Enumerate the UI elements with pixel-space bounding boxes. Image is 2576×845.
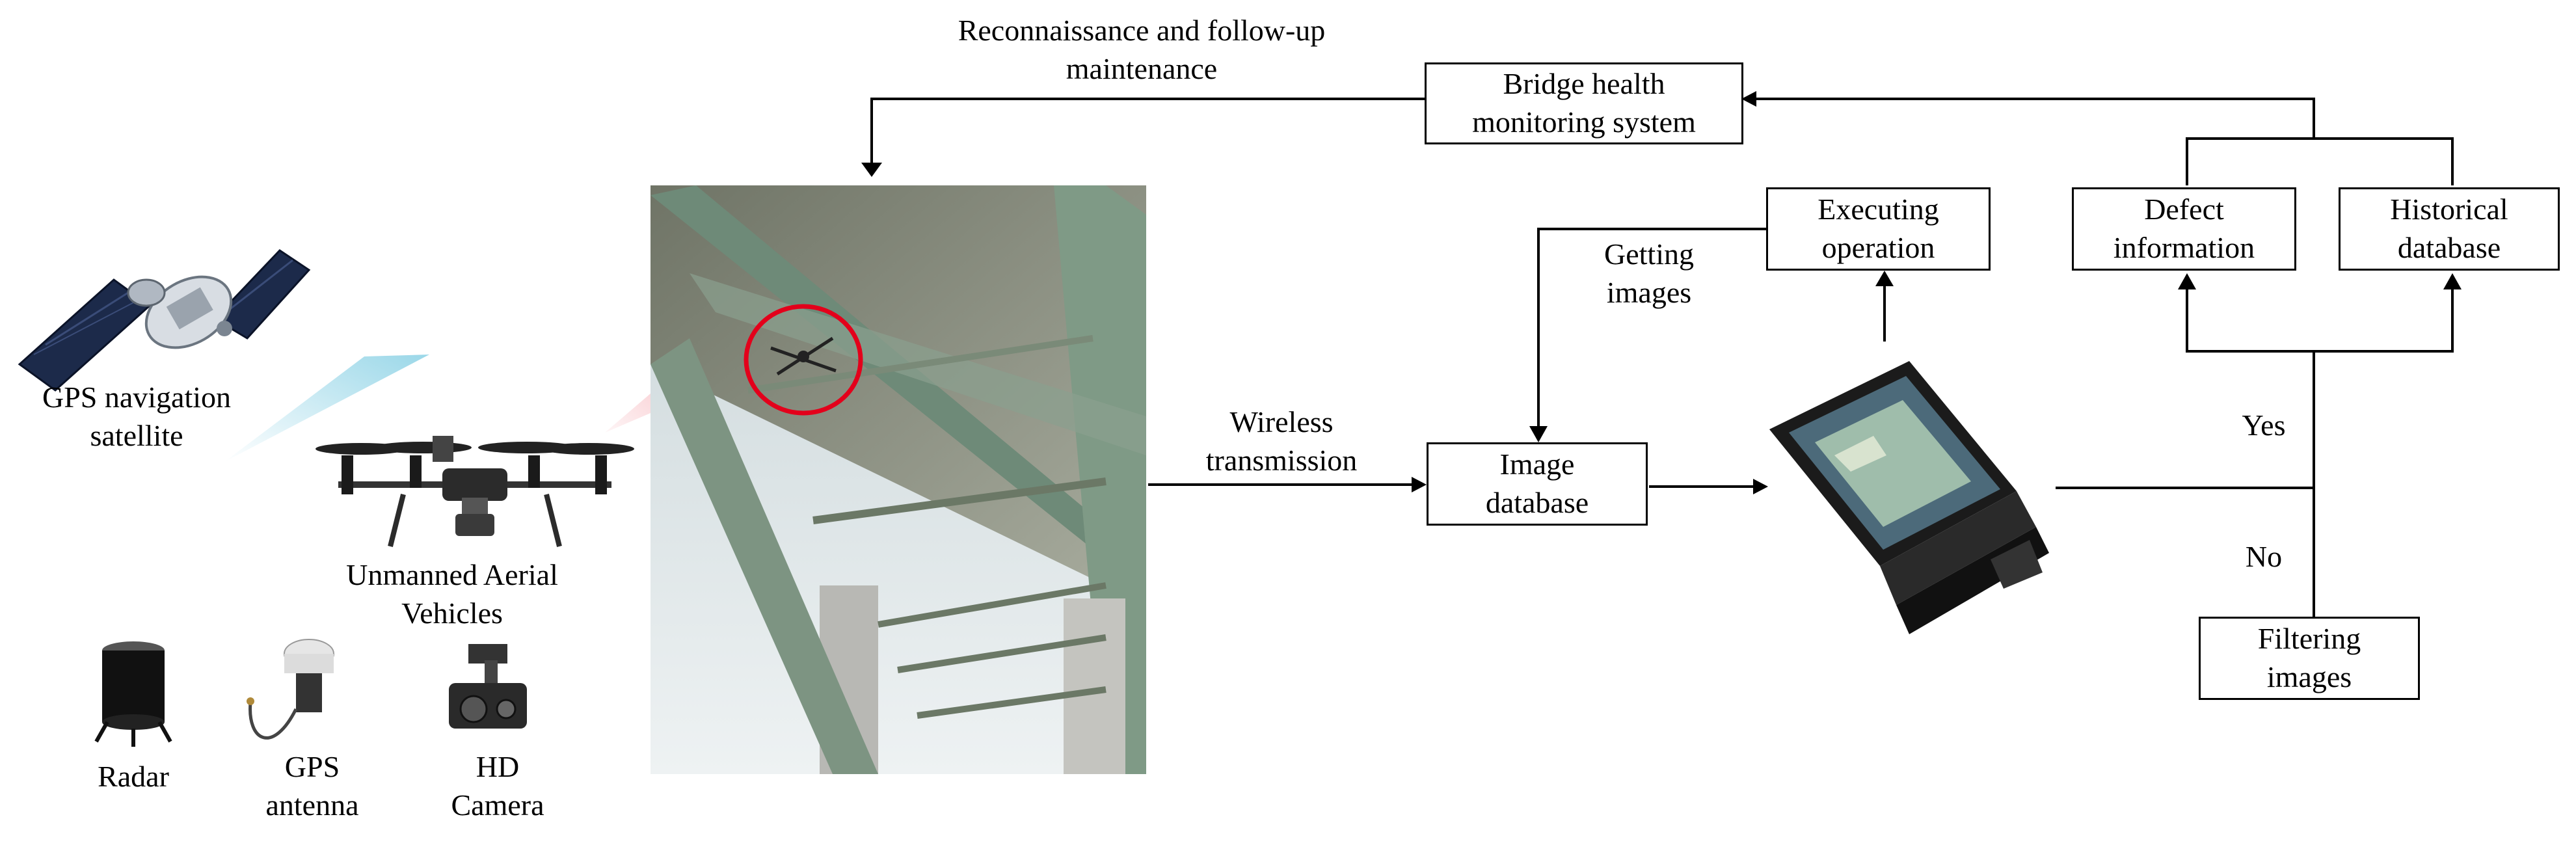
hd-camera-icon	[449, 644, 527, 729]
wireless-line1: Wireless	[1229, 405, 1334, 438]
gps-antenna-icon	[247, 639, 334, 740]
recon-line1: Reconnaissance and follow-up	[958, 14, 1326, 47]
hd-camera-line1: HD	[476, 750, 520, 783]
executing-line2: operation	[1821, 231, 1935, 264]
radar-icon	[94, 641, 172, 747]
historical-database-box: Historical database	[2339, 187, 2560, 271]
filtering-line2: images	[2266, 660, 2352, 693]
uav-line1: Unmanned Aerial	[346, 558, 558, 591]
line-defect-historical-top	[2186, 137, 2454, 185]
gps-antenna-line1: GPS	[284, 750, 340, 783]
arrow-into-laptop	[1753, 479, 1768, 494]
arrow-into-historical	[2443, 273, 2462, 289]
satellite-icon	[18, 249, 311, 392]
historical-line1: Historical	[2390, 193, 2508, 226]
uav-icon	[315, 436, 634, 547]
line-bridge-to-photo	[870, 98, 1425, 166]
executing-line1: Executing	[1818, 193, 1939, 226]
radar-text: Radar	[98, 760, 169, 793]
bridge-photo	[651, 185, 1146, 774]
getting-images-label: Getting images	[1561, 235, 1737, 312]
hd-camera-label: HD Camera	[433, 748, 563, 825]
recon-line2: maintenance	[1066, 51, 1218, 85]
satellite-line2: satellite	[90, 418, 183, 452]
bridge-health-line1: Bridge health	[1503, 67, 1665, 101]
highlight-circle	[744, 304, 863, 416]
line-yes-bracket	[2186, 289, 2454, 353]
filtering-line1: Filtering	[2257, 622, 2361, 656]
arrow-into-image-db-top	[1529, 426, 1548, 442]
line-getting-images	[1537, 228, 1766, 426]
arrowheads	[861, 91, 2462, 494]
arrow-into-image-db-left	[1412, 477, 1427, 492]
uav-line2: Vehicles	[401, 596, 503, 630]
getting-images-line1: Getting	[1604, 237, 1694, 271]
wireless-line2: transmission	[1205, 443, 1358, 477]
historical-line2: database	[2397, 231, 2501, 264]
defect-line1: Defect	[2144, 193, 2224, 226]
uav-label: Unmanned Aerial Vehicles	[306, 556, 598, 633]
gps-antenna-label: GPS antenna	[247, 748, 377, 825]
bridge-health-box: Bridge health monitoring system	[1425, 62, 1743, 144]
yes-text: Yes	[2242, 409, 2286, 442]
satellite-label: GPS navigation satellite	[0, 379, 273, 455]
bridge-health-line2: monitoring system	[1472, 105, 1696, 139]
yes-label: Yes	[2218, 407, 2309, 445]
image-db-line2: database	[1485, 486, 1589, 519]
gps-antenna-line2: antenna	[265, 788, 359, 822]
connectors	[870, 98, 2454, 618]
line-top-right-to-bridge	[1756, 98, 2315, 139]
drone-in-photo	[770, 336, 837, 376]
radar-label: Radar	[68, 758, 198, 796]
hd-camera-line2: Camera	[451, 788, 544, 822]
getting-images-line2: images	[1606, 275, 1692, 309]
image-db-line1: Image	[1499, 448, 1575, 481]
image-database-box: Image database	[1427, 442, 1648, 526]
arrow-into-photo	[861, 163, 882, 177]
arrow-into-bridge	[1741, 91, 1756, 107]
satellite-line1: GPS navigation	[42, 381, 232, 414]
recon-label: Reconnaissance and follow-up maintenance	[865, 12, 1418, 88]
satellite-beam	[224, 355, 429, 462]
filtering-images-box: Filtering images	[2199, 617, 2420, 700]
executing-operation-box: Executing operation	[1766, 187, 1991, 271]
arrow-into-defect	[2178, 273, 2196, 289]
no-label: No	[2218, 538, 2309, 576]
defect-line2: information	[2113, 231, 2255, 264]
no-text: No	[2245, 540, 2283, 573]
wireless-label: Wireless transmission	[1164, 403, 1399, 480]
arrow-into-executing	[1875, 271, 1894, 286]
laptop-icon	[1769, 361, 2049, 634]
defect-information-box: Defect information	[2072, 187, 2296, 271]
